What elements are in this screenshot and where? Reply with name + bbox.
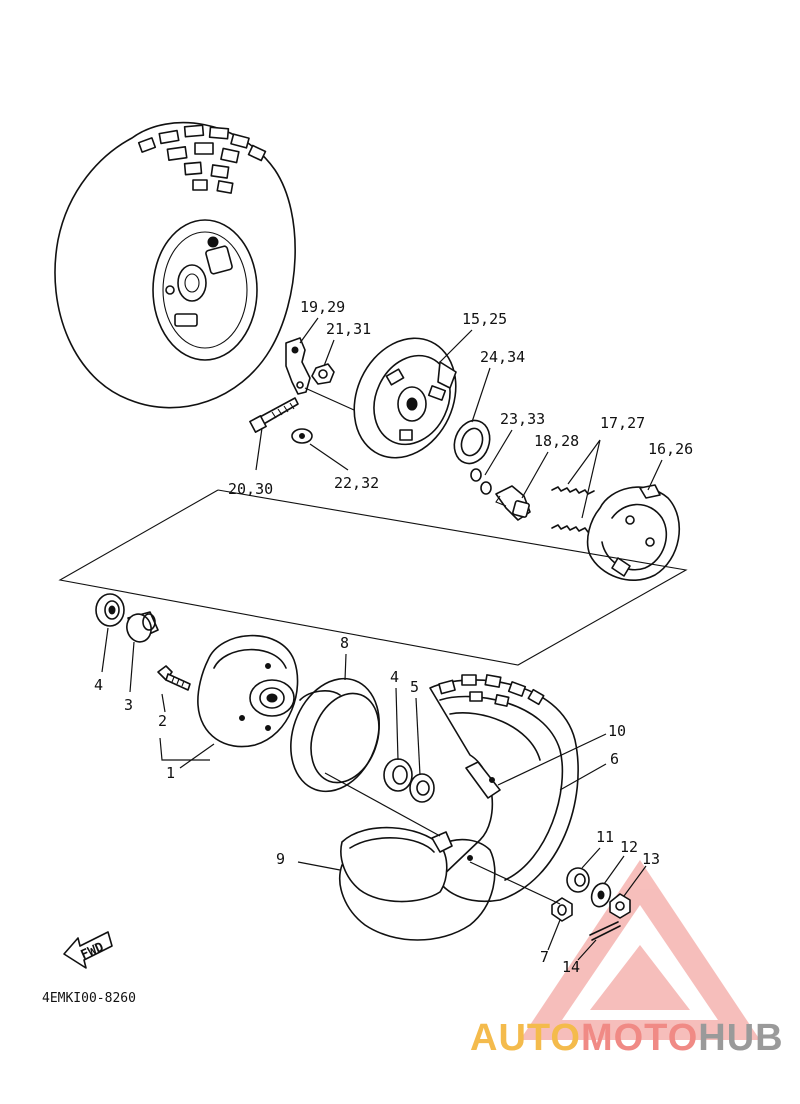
watermark-triangle: [520, 860, 760, 1040]
label-1: 1: [166, 764, 175, 782]
wheel-bearing-left: [95, 593, 125, 627]
label-19-29: 19,29: [300, 298, 345, 316]
o-rings: [470, 468, 492, 495]
rim-half-outer: [429, 674, 579, 903]
fwd-arrow-icon: FWD: [63, 931, 113, 969]
hub-bolt: [157, 665, 191, 691]
label-8: 8: [340, 634, 349, 652]
label-18-28: 18,28: [534, 432, 579, 450]
wheel-hub: [197, 634, 299, 748]
watermark-part-hub: HUB: [698, 1017, 784, 1059]
rim-tread-blocks: [438, 674, 545, 707]
tube-tire: [290, 677, 380, 793]
label-12: 12: [620, 838, 638, 856]
brake-shoe-plate: [353, 337, 457, 459]
watermark-part-moto: MOTO: [580, 1017, 699, 1059]
rim-half-inner: [338, 826, 496, 941]
watermark-part-auto: AUTO: [470, 1017, 581, 1059]
watermark-logo-text: AUTOMOTOHUB: [470, 1018, 790, 1058]
label-20-30: 20,30: [228, 480, 273, 498]
tire-tread-blocks: [137, 124, 267, 194]
label-10: 10: [608, 722, 626, 740]
label-17-27: 17,27: [600, 414, 645, 432]
wheel-bearing-right: [383, 758, 413, 792]
leader-lines: [101, 317, 663, 961]
axle-washer: [590, 882, 612, 908]
label-6: 6: [610, 750, 619, 768]
label-11: 11: [596, 828, 614, 846]
brake-lever-nut: [311, 363, 335, 385]
brake-shoe-springs: [551, 486, 595, 533]
oil-seal: [453, 419, 491, 465]
brake-lever-bolt: [249, 397, 299, 433]
oil-seal-5: [409, 773, 435, 803]
label-15-25: 15,25: [462, 310, 507, 328]
label-22-32: 22,32: [334, 474, 379, 492]
brake-camshaft: [495, 485, 531, 521]
label-13: 13: [642, 850, 660, 868]
axle-collar: [566, 867, 590, 893]
bearing-spacer: [126, 611, 159, 643]
label-9: 9: [276, 850, 285, 868]
label-16-26: 16,26: [648, 440, 693, 458]
diagram-code: 4EMKI00-8260: [42, 991, 136, 1006]
label-24-34: 24,34: [480, 348, 525, 366]
label-7: 7: [540, 948, 549, 966]
assembly-group-outline: [58, 489, 688, 666]
brake-cam-lever: [285, 337, 311, 395]
label-2: 2: [158, 712, 167, 730]
hub-nut: [551, 897, 573, 922]
label-5: 5: [410, 678, 419, 696]
label-21-31: 21,31: [326, 320, 371, 338]
cotter-pin: [589, 921, 621, 941]
label-14: 14: [562, 958, 580, 976]
complete-wheel-assembly: [54, 121, 296, 409]
castle-nut: [609, 893, 631, 919]
brake-shoe-kit: [586, 484, 681, 581]
brake-lever-washer: [291, 428, 313, 444]
label-4-left: 4: [94, 676, 103, 694]
label-3: 3: [124, 696, 133, 714]
label-4-right: 4: [390, 668, 399, 686]
label-23-33: 23,33: [500, 410, 545, 428]
